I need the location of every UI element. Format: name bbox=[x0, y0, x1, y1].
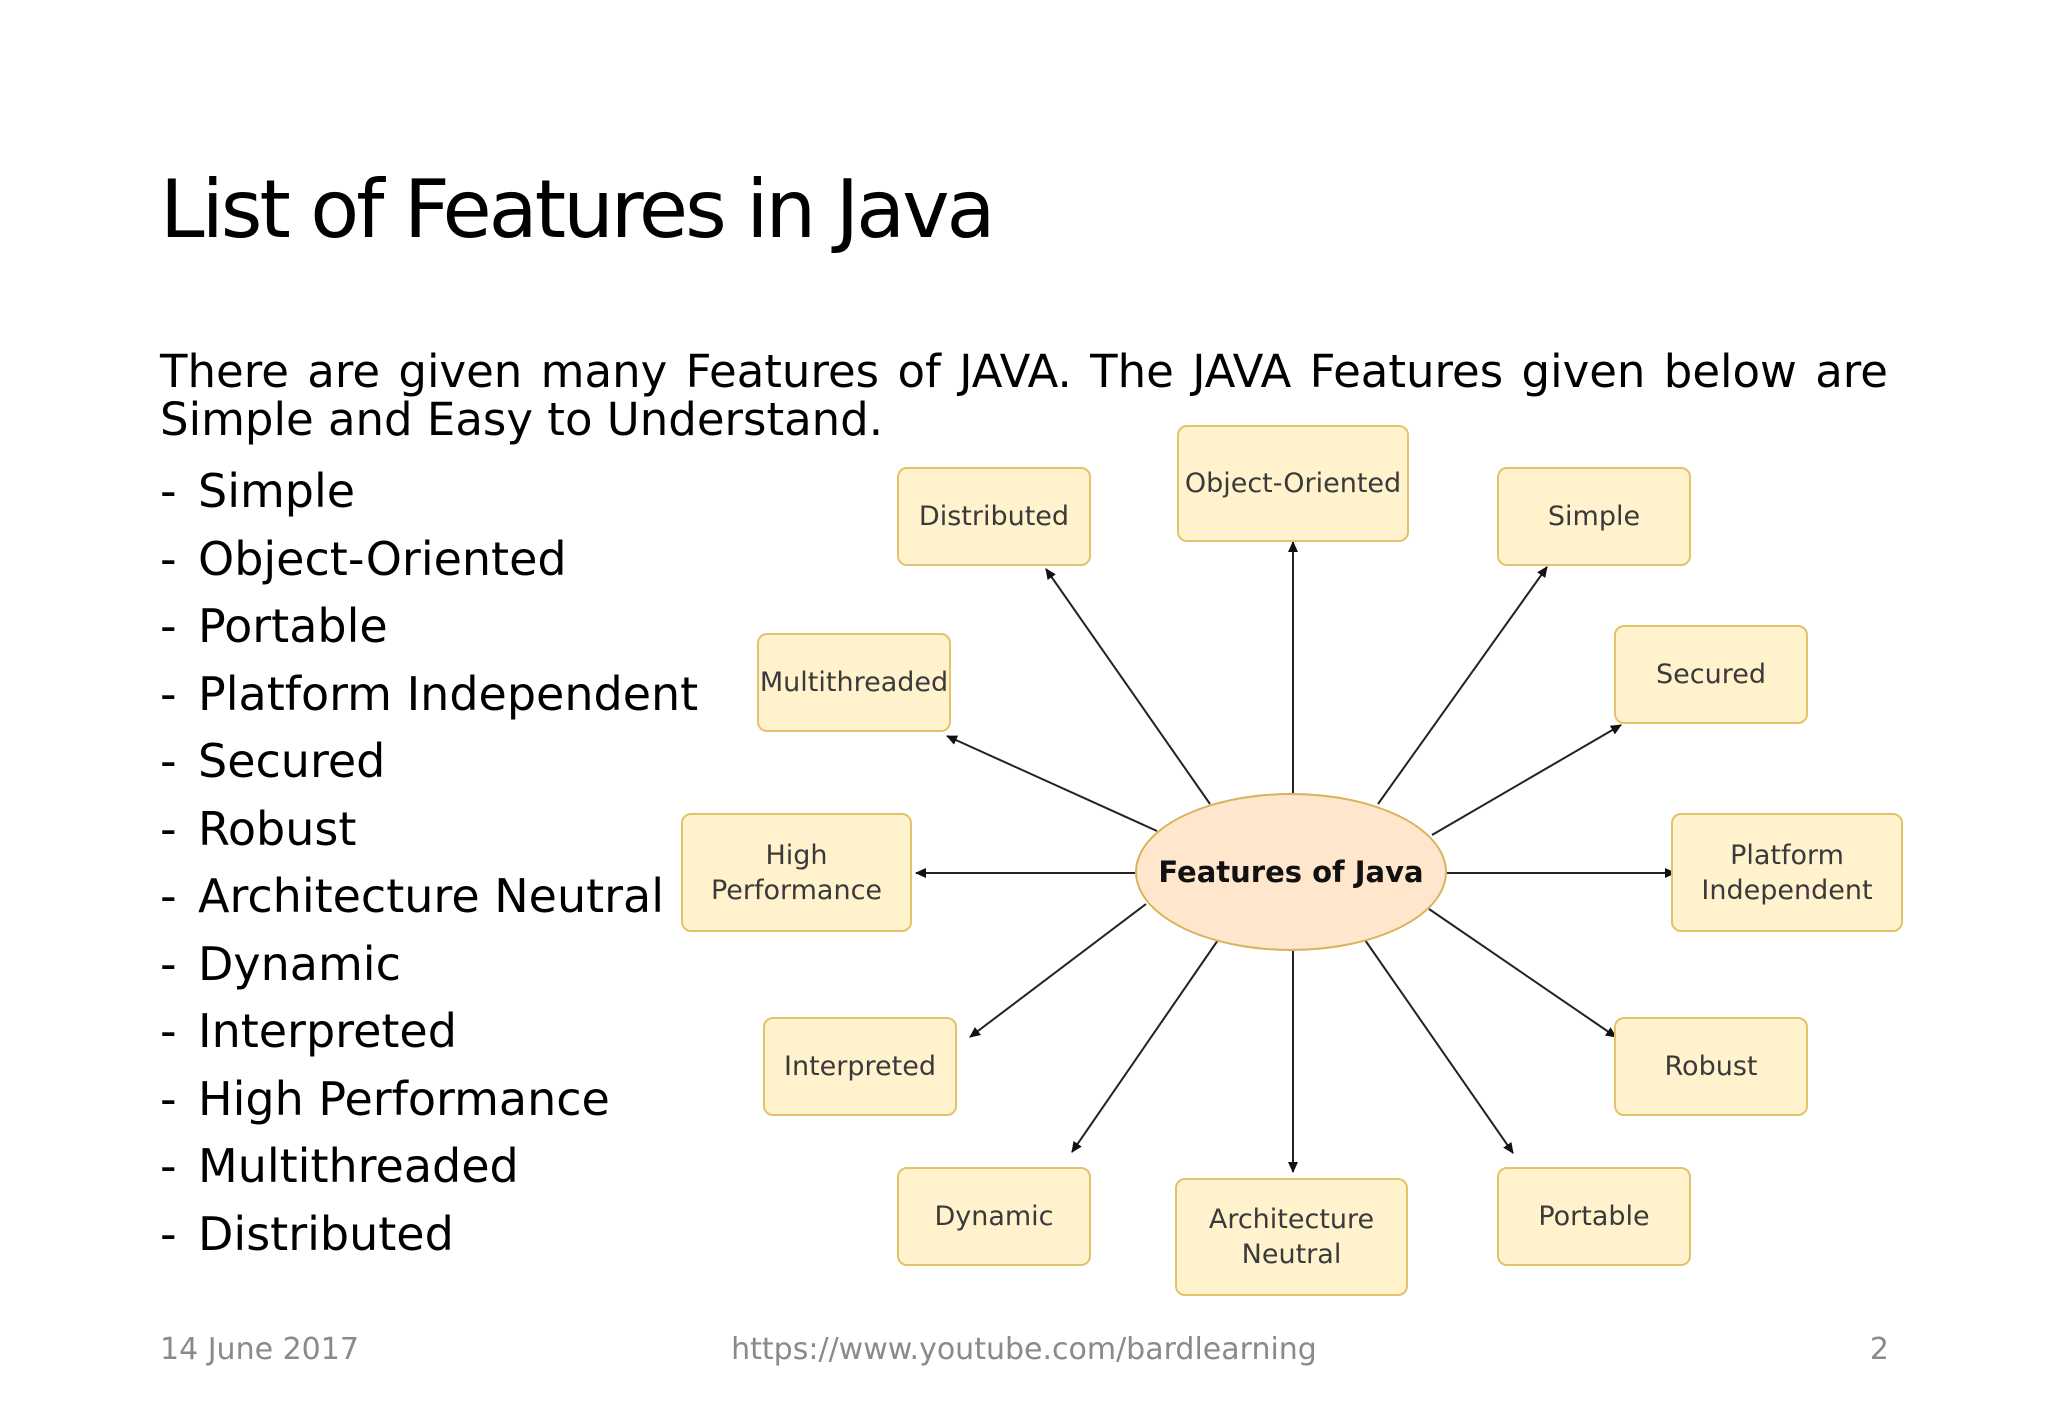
node-dynamic: Dynamic bbox=[897, 1167, 1091, 1266]
list-item-label: High Performance bbox=[198, 1071, 610, 1126]
node-architecture-neutral: Architecture Neutral bbox=[1175, 1178, 1408, 1296]
arrow-multithreaded bbox=[946, 735, 1158, 832]
list-item-label: Multithreaded bbox=[198, 1139, 519, 1193]
list-item-label: Object-Oriented bbox=[198, 531, 567, 586]
features-diagram: Features of Java Object-Oriented Distrib… bbox=[660, 410, 1920, 1310]
footer-url[interactable]: https://www.youtube.com/bardlearning bbox=[731, 1332, 1317, 1367]
diagram-arrows bbox=[915, 541, 1676, 1173]
list-item-label: Interpreted bbox=[198, 1004, 457, 1058]
list-item: -Platform Independent bbox=[160, 661, 698, 729]
arrow-interpreted bbox=[969, 903, 1147, 1038]
bullet-dash: - bbox=[160, 1139, 177, 1193]
arrow-secured bbox=[1431, 724, 1622, 836]
arrow-dynamic bbox=[1071, 939, 1219, 1153]
node-secured: Secured bbox=[1614, 625, 1808, 724]
bullet-dash: - bbox=[160, 666, 177, 721]
list-item-label: Dynamic bbox=[198, 936, 401, 991]
bullet-dash: - bbox=[160, 1071, 177, 1126]
bullet-dash: - bbox=[160, 869, 177, 923]
list-item-label: Architecture Neutral bbox=[198, 869, 665, 923]
list-item: -Robust bbox=[160, 796, 698, 864]
bullet-dash: - bbox=[160, 734, 177, 788]
bullet-dash: - bbox=[160, 599, 177, 653]
arrow-distributed bbox=[1045, 568, 1211, 805]
list-item-label: Robust bbox=[198, 801, 357, 856]
list-item: -Simple bbox=[160, 458, 698, 526]
bullet-dash: - bbox=[160, 464, 177, 518]
list-item: -Portable bbox=[160, 593, 698, 661]
node-multithreaded: Multithreaded bbox=[757, 633, 951, 732]
slide-title: List of Features in Java bbox=[160, 163, 996, 256]
arrow-portable bbox=[1364, 939, 1514, 1154]
list-item: -Architecture Neutral bbox=[160, 863, 698, 931]
footer-page-number: 2 bbox=[1869, 1332, 1889, 1367]
node-object-oriented: Object-Oriented bbox=[1177, 425, 1409, 542]
bullet-dash: - bbox=[160, 531, 177, 586]
arrow-simple bbox=[1377, 566, 1548, 805]
list-item: -Secured bbox=[160, 728, 698, 796]
node-simple: Simple bbox=[1497, 467, 1691, 566]
list-item: -Object-Oriented bbox=[160, 526, 698, 594]
feature-list: -Simple -Object-Oriented -Portable -Plat… bbox=[160, 458, 698, 1268]
node-interpreted: Interpreted bbox=[763, 1017, 957, 1116]
list-item-label: Secured bbox=[198, 734, 386, 788]
list-item: -Multithreaded bbox=[160, 1133, 698, 1201]
center-node: Features of Java bbox=[1135, 793, 1447, 951]
list-item-label: Distributed bbox=[198, 1206, 454, 1261]
list-item: -High Performance bbox=[160, 1066, 698, 1134]
bullet-dash: - bbox=[160, 1206, 177, 1261]
list-item: -Distributed bbox=[160, 1201, 698, 1269]
bullet-dash: - bbox=[160, 801, 177, 856]
list-item-label: Platform Independent bbox=[198, 666, 699, 721]
node-high-performance: High Performance bbox=[681, 813, 912, 932]
arrow-robust bbox=[1428, 908, 1617, 1038]
footer-date: 14 June 2017 bbox=[160, 1332, 359, 1367]
bullet-dash: - bbox=[160, 1004, 177, 1058]
bullet-dash: - bbox=[160, 936, 177, 991]
list-item-label: Portable bbox=[198, 599, 388, 653]
node-distributed: Distributed bbox=[897, 467, 1091, 566]
node-portable: Portable bbox=[1497, 1167, 1691, 1266]
list-item-label: Simple bbox=[198, 464, 356, 518]
node-robust: Robust bbox=[1614, 1017, 1808, 1116]
intro-paragraph: There are given many Features of JAVA. T… bbox=[160, 345, 1888, 446]
node-platform-independent: Platform Independent bbox=[1671, 813, 1903, 932]
list-item: -Dynamic bbox=[160, 931, 698, 999]
list-item: -Interpreted bbox=[160, 998, 698, 1066]
